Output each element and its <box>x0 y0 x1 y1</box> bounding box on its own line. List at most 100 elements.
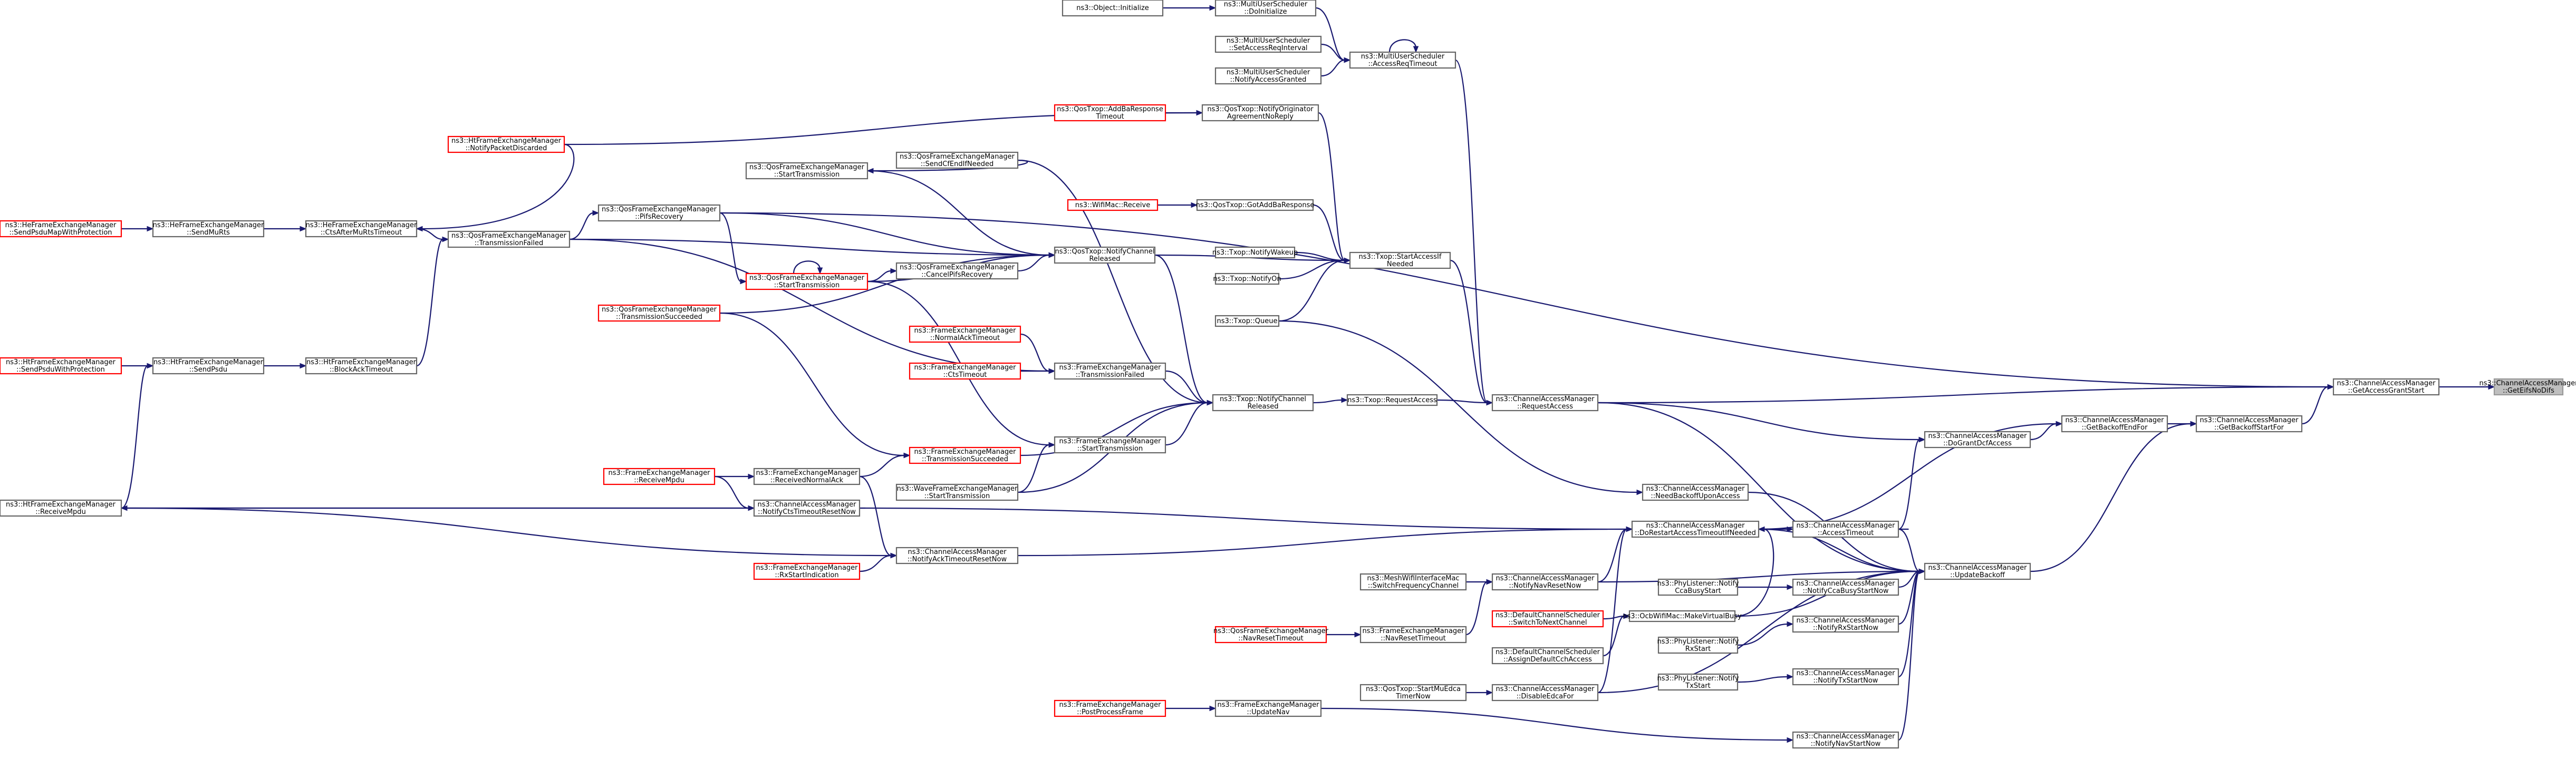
graph-node-meshSwitchFreq[interactable]: ns3::MeshWifiInterfaceMac::SwitchFrequen… <box>1359 573 1467 591</box>
call-edge <box>719 212 1056 258</box>
call-edge-arrowhead <box>1191 202 1198 208</box>
call-edge-line <box>867 270 892 283</box>
graph-node-notifyCcaBusy[interactable]: ns3::ChannelAccessManager::NotifyCcaBusy… <box>1792 578 1899 596</box>
call-edge-arrowhead <box>1918 568 1926 575</box>
graph-node-notifyTxStart[interactable]: ns3::ChannelAccessManager::NotifyTxStart… <box>1792 668 1899 686</box>
graph-node-fem_receiveMpdu[interactable]: ns3::FrameExchangeManager::ReceiveMpdu <box>603 468 716 485</box>
graph-node-label: ::NotifyAccessGranted <box>1230 76 1307 84</box>
graph-node-he_sendPsdu[interactable]: ns3::HeFrameExchangeManager::SendPsduMap… <box>0 220 122 238</box>
graph-node-label: ns3::PhyListener::Notify <box>1657 638 1739 646</box>
graph-node-fem_transmissionSucceeded[interactable]: ns3::FrameExchangeManager::TransmissionS… <box>909 446 1021 464</box>
graph-node-notifyAckTimeoutReset[interactable]: ns3::ChannelAccessManager::NotifyAckTime… <box>895 547 1019 565</box>
graph-node-assignDefaultCch[interactable]: ns3::DefaultChannelScheduler::AssignDefa… <box>1491 647 1604 665</box>
graph-node-getBackoffStartFor[interactable]: ns3::ChannelAccessManager::GetBackoffSta… <box>2195 415 2303 433</box>
graph-node-label: ns3::QosTxop::AddBaResponse <box>1057 105 1163 113</box>
graph-node-disableEdca[interactable]: ns3::ChannelAccessManager::DisableEdcaFo… <box>1491 684 1599 702</box>
graph-node-accessTimeout[interactable]: ns3::ChannelAccessManager::AccessTimeout <box>1792 520 1899 538</box>
call-edge-line <box>1758 528 1920 572</box>
graph-node-doGrantDcfAccess[interactable]: ns3::ChannelAccessManager::DoGrantDcfAcc… <box>1924 431 2031 449</box>
call-edge-line <box>859 475 892 557</box>
graph-node-muNotifyAccessGranted[interactable]: ns3::MultiUserScheduler::NotifyAccessGra… <box>1214 67 1322 85</box>
graph-node-getBackoffEndFor[interactable]: ns3::ChannelAccessManager::GetBackoffEnd… <box>2061 415 2168 433</box>
graph-node-box <box>0 499 122 517</box>
graph-node-notifyOriginator[interactable]: ns3::QosTxop::NotifyOriginatorAgreementN… <box>1201 104 1319 122</box>
graph-node-muSetAccessReq[interactable]: ns3::MultiUserScheduler::SetAccessReqInt… <box>1214 35 1322 53</box>
graph-node-qfem_transmissionFailed[interactable]: ns3::QosFrameExchangeManager::Transmissi… <box>447 230 571 248</box>
graph-node-postProcessFrame[interactable]: ns3::FrameExchangeManager::PostProcessFr… <box>1054 699 1166 717</box>
call-edge-arrowhead <box>1048 442 1056 448</box>
graph-node-phyCcaBusy[interactable]: ns3::PhyListener::NotifyCcaBusyStart <box>1657 578 1739 596</box>
graph-node-wave_startTransmission[interactable]: ns3::WaveFrameExchangeManager::StartTran… <box>895 483 1019 501</box>
graph-node-box <box>1212 394 1314 412</box>
graph-node-fem_startTransmission[interactable]: ns3::FrameExchangeManager::StartTransmis… <box>1054 436 1166 454</box>
graph-node-pifsRecovery[interactable]: ns3::QosFrameExchangeManager::PifsRecove… <box>597 204 721 222</box>
graph-node-cancelPifsRecovery[interactable]: ns3::QosFrameExchangeManager::CancelPifs… <box>895 262 1019 280</box>
graph-node-ht_notifyPacketDiscarded[interactable]: ns3::HtFrameExchangeManager::NotifyPacke… <box>447 135 565 153</box>
graph-node-box <box>895 151 1019 169</box>
graph-node-he_sendMuRts[interactable]: ns3::HeFrameExchangeManager::SendMuRts <box>152 220 265 238</box>
graph-node-label: ns3::WaveFrameExchangeManager <box>897 485 1018 493</box>
graph-node-he_ctsAfterMuRts[interactable]: ns3::HeFrameExchangeManager::CtsAfterMuR… <box>305 220 418 238</box>
call-edge <box>1313 204 1351 264</box>
call-edge-line <box>2030 423 2192 572</box>
graph-node-fem_normalAckTimeout[interactable]: ns3::FrameExchangeManager::NormalAckTime… <box>909 325 1021 343</box>
graph-node-qfem_startTransmission[interactable]: ns3::QosFrameExchangeManager::StartTrans… <box>745 273 869 290</box>
graph-node-qfem_navResetTimeout[interactable]: ns3::QosFrameExchangeManager::NavResetTi… <box>1213 626 1329 644</box>
graph-node-phyTxStart[interactable]: ns3::PhyListener::NotifyTxStart <box>1657 673 1739 691</box>
call-edge <box>1737 621 1794 646</box>
graph-node-notifyCtsTimeoutReset[interactable]: ns3::ChannelAccessManager::NotifyCtsTime… <box>753 499 861 517</box>
graph-node-txopQueue[interactable]: ns3::Txop::Queue <box>1214 315 1280 327</box>
graph-node-fem_transmissionFailed[interactable]: ns3::FrameExchangeManager::TransmissionF… <box>1054 362 1166 380</box>
graph-node-txopRequestAccess[interactable]: ns3::Txop::RequestAccess <box>1346 394 1438 406</box>
graph-node-phyRxStart[interactable]: ns3::PhyListener::NotifyRxStart <box>1657 636 1739 654</box>
call-edge <box>719 212 2334 390</box>
call-edge <box>1278 257 1351 322</box>
call-edge-arrowhead <box>147 363 154 369</box>
call-edge <box>1020 333 1056 374</box>
graph-node-muDoInitialize[interactable]: ns3::MultiUserScheduler::DoInitialize <box>1214 0 1317 17</box>
graph-node-label: ::StartTransmission <box>1077 445 1143 453</box>
graph-node-label: ::PostProcessFrame <box>1077 708 1143 716</box>
call-edge <box>1315 7 1351 63</box>
graph-node-label: ns3::QosFrameExchangeManager <box>900 153 1015 161</box>
graph-node-sendCfEnd[interactable]: ns3::QosFrameExchangeManager::SendCfEndI… <box>895 151 1019 169</box>
graph-node-label: ns3::MultiUserScheduler <box>1227 69 1310 76</box>
graph-node-notifyRxStart[interactable]: ns3::ChannelAccessManager::NotifyRxStart… <box>1792 615 1899 633</box>
graph-node-switchToNextChannel[interactable]: ns3::DefaultChannelScheduler::SwitchToNe… <box>1491 610 1604 628</box>
graph-node-notifyNavStart[interactable]: ns3::ChannelAccessManager::NotifyNavStar… <box>1792 731 1899 749</box>
graph-node-fem_receivedNormalAck[interactable]: ns3::FrameExchangeManager::ReceivedNorma… <box>753 468 861 485</box>
graph-node-objInitialize[interactable]: ns3::Object::Initialize <box>1062 0 1164 17</box>
call-edge <box>569 210 600 240</box>
graph-node-ht_sendPsduProt[interactable]: ns3::HtFrameExchangeManager::SendPsduWit… <box>0 357 122 375</box>
graph-node-txopNotifyOn[interactable]: ns3::Txop::NotifyOn <box>1213 273 1281 285</box>
graph-node-needBackoff[interactable]: ns3::ChannelAccessManager::NeedBackoffUp… <box>1642 483 1749 501</box>
graph-node-ht_receiveMpdu[interactable]: ns3::HtFrameExchangeManager::ReceiveMpdu <box>0 499 122 517</box>
graph-node-muAccessReqTimeout[interactable]: ns3::MultiUserScheduler::AccessReqTimeou… <box>1349 51 1456 69</box>
graph-node-makeVirtualBusy[interactable]: ns3::OcbWifiMac::MakeVirtualBusy <box>1623 610 1742 622</box>
graph-node-fem_navResetTimeout[interactable]: ns3::FrameExchangeManager::NavResetTimeo… <box>1359 626 1467 644</box>
graph-node-txopNotifyWakeup[interactable]: ns3::Txop::NotifyWakeup <box>1212 246 1298 259</box>
graph-node-getAccessGrantStart[interactable]: ns3::ChannelAccessManager::GetAccessGran… <box>2332 378 2440 396</box>
graph-node-qfem_startTransmission_top[interactable]: ns3::QosFrameExchangeManager::StartTrans… <box>745 162 869 180</box>
graph-node-doRestart[interactable]: ns3::ChannelAccessManager::DoRestartAcce… <box>1631 520 1760 538</box>
graph-node-ht_sendPsdu[interactable]: ns3::HtFrameExchangeManager::SendPsdu <box>152 357 265 375</box>
graph-node-fem_ctsTimeout[interactable]: ns3::FrameExchangeManager::CtsTimeout <box>909 362 1021 380</box>
graph-node-ht_blockAckTimeout[interactable]: ns3::HtFrameExchangeManager::BlockAckTim… <box>305 357 418 375</box>
graph-node-requestAccess[interactable]: ns3::ChannelAccessManager::RequestAccess <box>1491 394 1599 412</box>
graph-node-label: ns3::PhyListener::Notify <box>1657 675 1739 683</box>
graph-node-updateNav[interactable]: ns3::FrameExchangeManager::UpdateNav <box>1214 699 1322 717</box>
graph-node-wifiMacReceive[interactable]: ns3::WifiMac::Receive <box>1067 199 1159 211</box>
graph-node-updateBackoff[interactable]: ns3::ChannelAccessManager::UpdateBackoff <box>1924 562 2031 580</box>
graph-node-gotAddBaResponse[interactable]: ns3::QosTxop::GotAddBaResponse <box>1196 199 1315 211</box>
graph-node-label: ::NotifyCcaBusyStartNow <box>1802 587 1888 595</box>
graph-node-qfem_transmissionSucceeded[interactable]: ns3::QosFrameExchangeManager::Transmissi… <box>597 304 721 322</box>
call-edge-arrowhead <box>442 236 449 242</box>
call-edge <box>1017 526 1633 557</box>
graph-node-fem_rxStartIndication[interactable]: ns3::FrameExchangeManager::RxStartIndica… <box>753 562 861 580</box>
graph-node-notifyNavReset[interactable]: ns3::ChannelAccessManager::NotifyNavRese… <box>1491 573 1599 591</box>
